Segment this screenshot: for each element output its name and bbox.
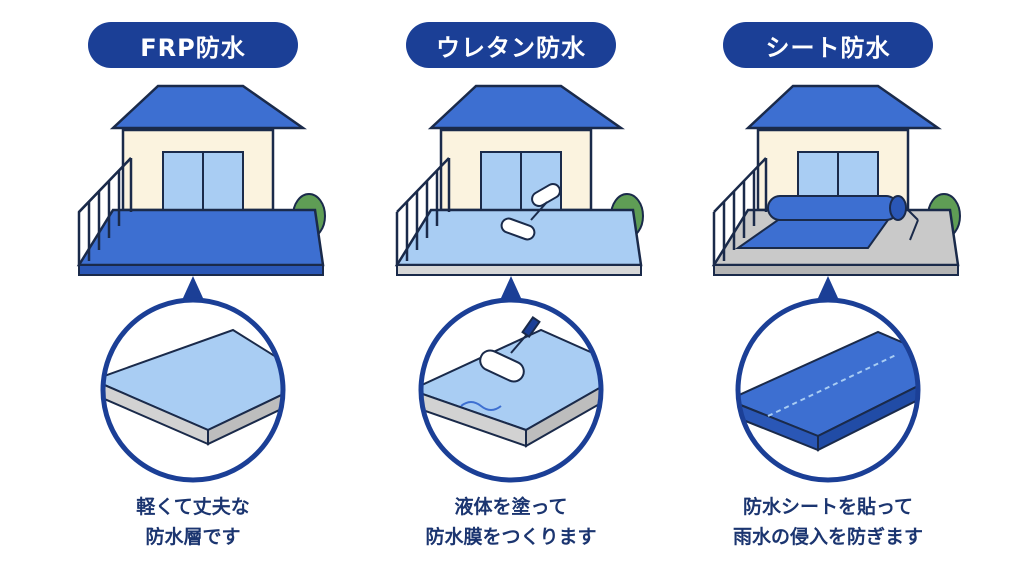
caption-line-1: 軽くて丈夫な	[136, 496, 250, 518]
caption-line-1: 防水シートを貼って	[742, 496, 914, 518]
magnifier-circle	[418, 297, 604, 483]
caption-line-1: 液体を塗って	[454, 496, 568, 518]
caption-line-2: 防水膜をつくります	[425, 526, 597, 548]
magnifier-circle	[735, 297, 921, 483]
panel-sheet: シート防水	[668, 0, 988, 576]
balcony-floor	[394, 208, 643, 276]
balcony-floor	[76, 208, 325, 276]
panel-title: シート防水	[723, 22, 933, 68]
panel-caption: 液体を塗って 防水膜をつくります	[351, 492, 671, 552]
paint-roller-icon	[479, 315, 541, 383]
pointer-icon	[501, 276, 521, 298]
house-icon	[427, 84, 625, 212]
railing-icon	[395, 157, 451, 265]
pointer-icon	[818, 276, 838, 298]
paint-roller-icon	[500, 183, 561, 241]
panel-urethane: ウレタン防水	[351, 0, 671, 576]
panel-title: ウレタン防水	[406, 22, 616, 68]
caption-line-2: 防水層です	[145, 526, 241, 548]
panel-caption: 軽くて丈夫な 防水層です	[33, 492, 353, 552]
pointer-icon	[183, 276, 203, 298]
sheet-scene	[711, 84, 961, 483]
frp-scene	[76, 84, 326, 483]
railing-icon	[712, 157, 768, 265]
panel-title: FRP防水	[88, 22, 298, 68]
railing-icon	[77, 157, 133, 265]
house-icon	[109, 84, 307, 212]
panel-caption: 防水シートを貼って 雨水の侵入を防ぎます	[668, 492, 988, 552]
panel-frp: FRP防水	[33, 0, 353, 576]
caption-line-2: 雨水の侵入を防ぎます	[732, 526, 923, 548]
magnifier-circle	[100, 297, 286, 483]
urethane-scene	[394, 84, 644, 483]
sheet-roll-icon	[767, 195, 919, 241]
balcony-floor	[711, 208, 960, 276]
house-icon	[744, 84, 942, 212]
